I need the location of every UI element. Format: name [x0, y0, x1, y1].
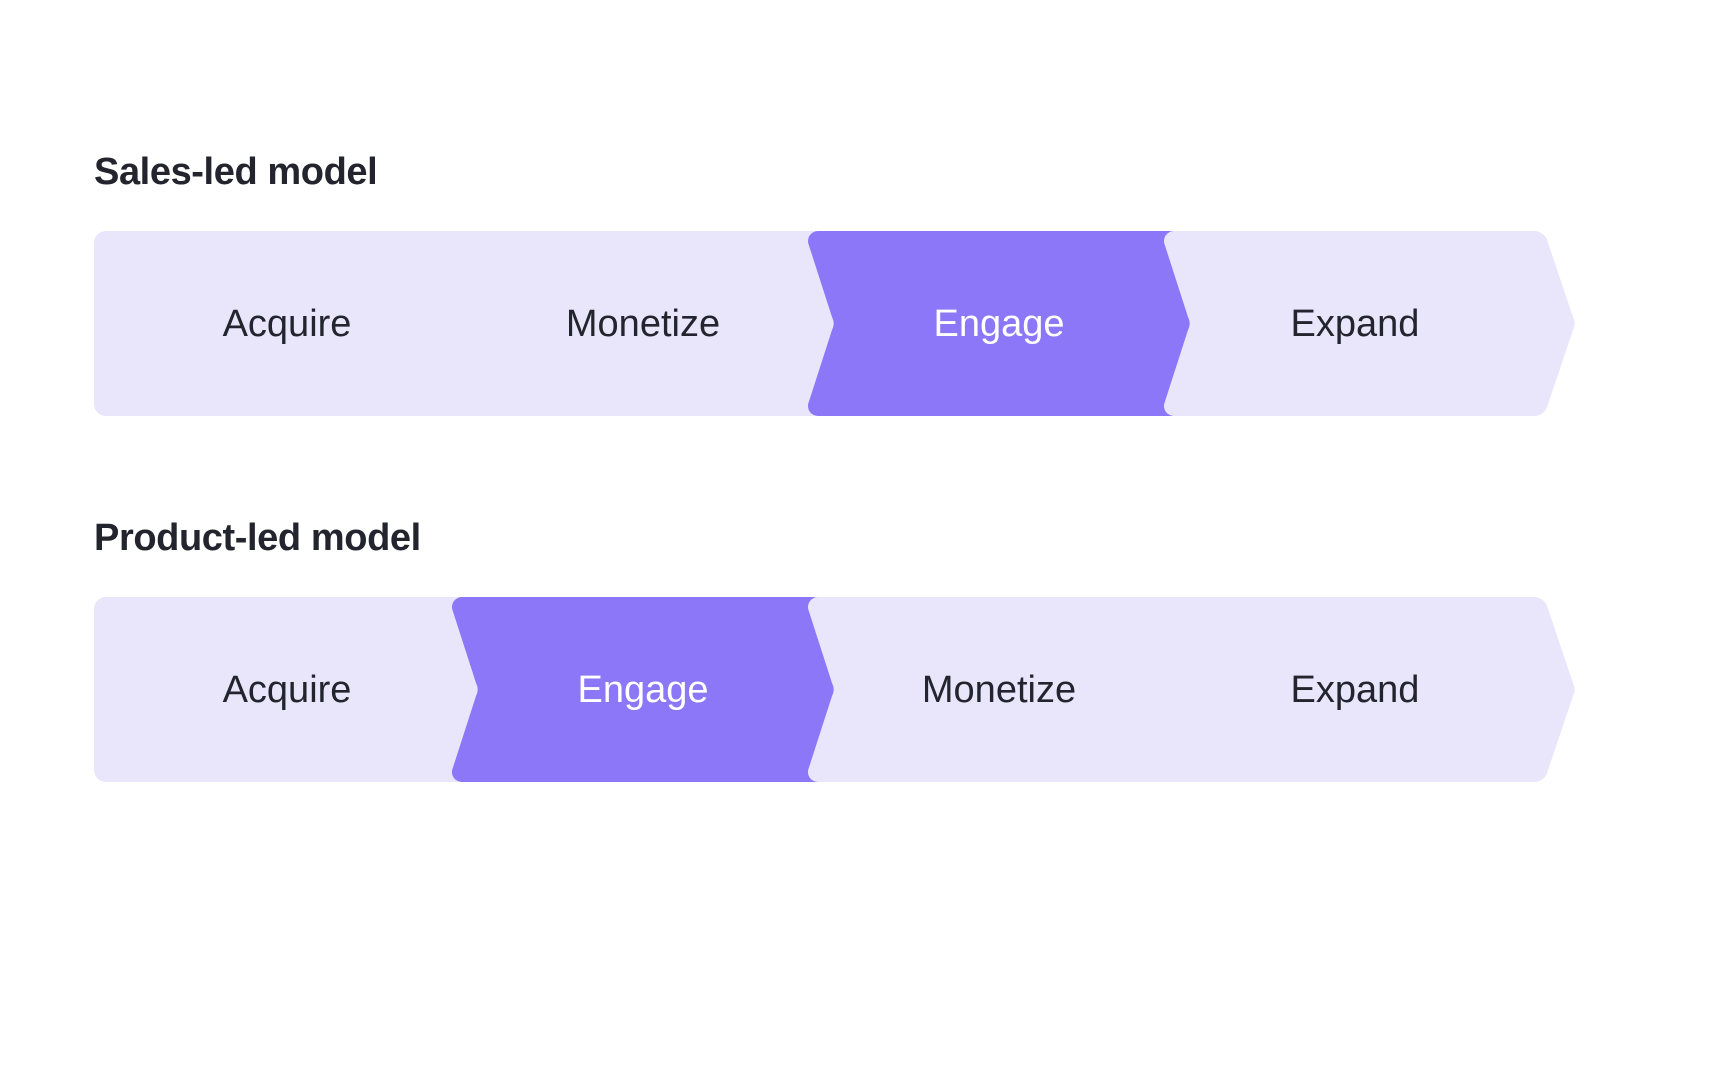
chevron-path-inactive — [1163, 230, 1575, 417]
chevron-row: Acquire Engage Monetize — [94, 596, 1660, 783]
chevron-path-inactive — [1163, 596, 1575, 783]
section-sales-led-model: Sales-led model Acquire Monetize — [94, 148, 1660, 417]
chevron-shape-icon — [1162, 596, 1575, 783]
chevron-shape-icon — [806, 230, 1219, 417]
chevron-label: Expand — [1290, 668, 1420, 711]
section-title: Sales-led model — [94, 151, 378, 193]
chevron-shape-icon — [450, 230, 863, 417]
chevron-stage-2[interactable]: Monetize — [450, 230, 863, 417]
chevron-label: Expand — [1290, 302, 1420, 345]
section-title: Product-led model — [94, 517, 421, 559]
chevron-label: Engage — [577, 668, 709, 711]
chevron-label: Monetize — [565, 302, 721, 345]
chevron-path-active — [451, 596, 863, 783]
chevron-stage-4[interactable]: Expand — [1162, 596, 1575, 783]
chevron-stage-3[interactable]: Engage — [806, 230, 1219, 417]
chevron-shape-icon — [806, 596, 1219, 783]
chevron-path-inactive — [807, 596, 1219, 783]
chevron-shape-icon — [450, 596, 863, 783]
chevron-path-active — [807, 230, 1219, 417]
chevron-stage-3[interactable]: Monetize — [806, 596, 1219, 783]
chevron-label: Monetize — [921, 668, 1077, 711]
chevron-label: Acquire — [222, 668, 352, 711]
chevron-stage-2[interactable]: Engage — [450, 596, 863, 783]
chevron-path-inactive — [94, 597, 507, 782]
chevron-path-inactive — [451, 230, 863, 417]
chevron-path-inactive — [94, 231, 507, 416]
section-product-led-model: Product-led model Acquire Engage — [94, 514, 1660, 783]
chevron-shape-icon — [94, 231, 507, 416]
chevron-stage-4[interactable]: Expand — [1162, 230, 1575, 417]
chevron-label: Engage — [933, 302, 1065, 345]
chevron-shape-icon — [1162, 230, 1575, 417]
chevron-label: Acquire — [222, 302, 352, 345]
chevron-row: Acquire Monetize Engage — [94, 230, 1660, 417]
chevron-stage-1[interactable]: Acquire — [94, 231, 507, 416]
chevron-shape-icon — [94, 597, 507, 782]
chevron-stage-1[interactable]: Acquire — [94, 597, 507, 782]
